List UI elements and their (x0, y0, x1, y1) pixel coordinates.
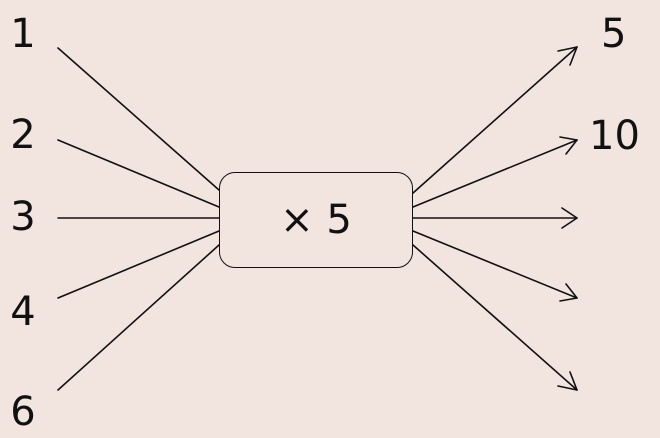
input-line-5 (57, 244, 220, 391)
input-line-4 (57, 230, 220, 299)
output-arrow-1 (412, 46, 578, 194)
output-arrow-4 (412, 230, 578, 302)
input-label-3: 3 (10, 194, 36, 240)
input-label-4: 4 (10, 289, 36, 335)
machine-rule: × 5 (280, 197, 352, 243)
input-line-1 (57, 47, 220, 191)
function-machine-box: × 5 (219, 172, 413, 268)
output-label-2: 10 (589, 113, 640, 159)
input-label-2: 2 (10, 112, 36, 158)
input-label-5: 6 (10, 389, 36, 435)
output-arrow-5 (412, 244, 578, 391)
output-arrow-2 (412, 136, 578, 208)
output-arrow-3 (412, 207, 578, 229)
input-line-2 (57, 139, 220, 208)
output-label-1: 5 (601, 11, 627, 57)
input-label-1: 1 (10, 11, 36, 57)
